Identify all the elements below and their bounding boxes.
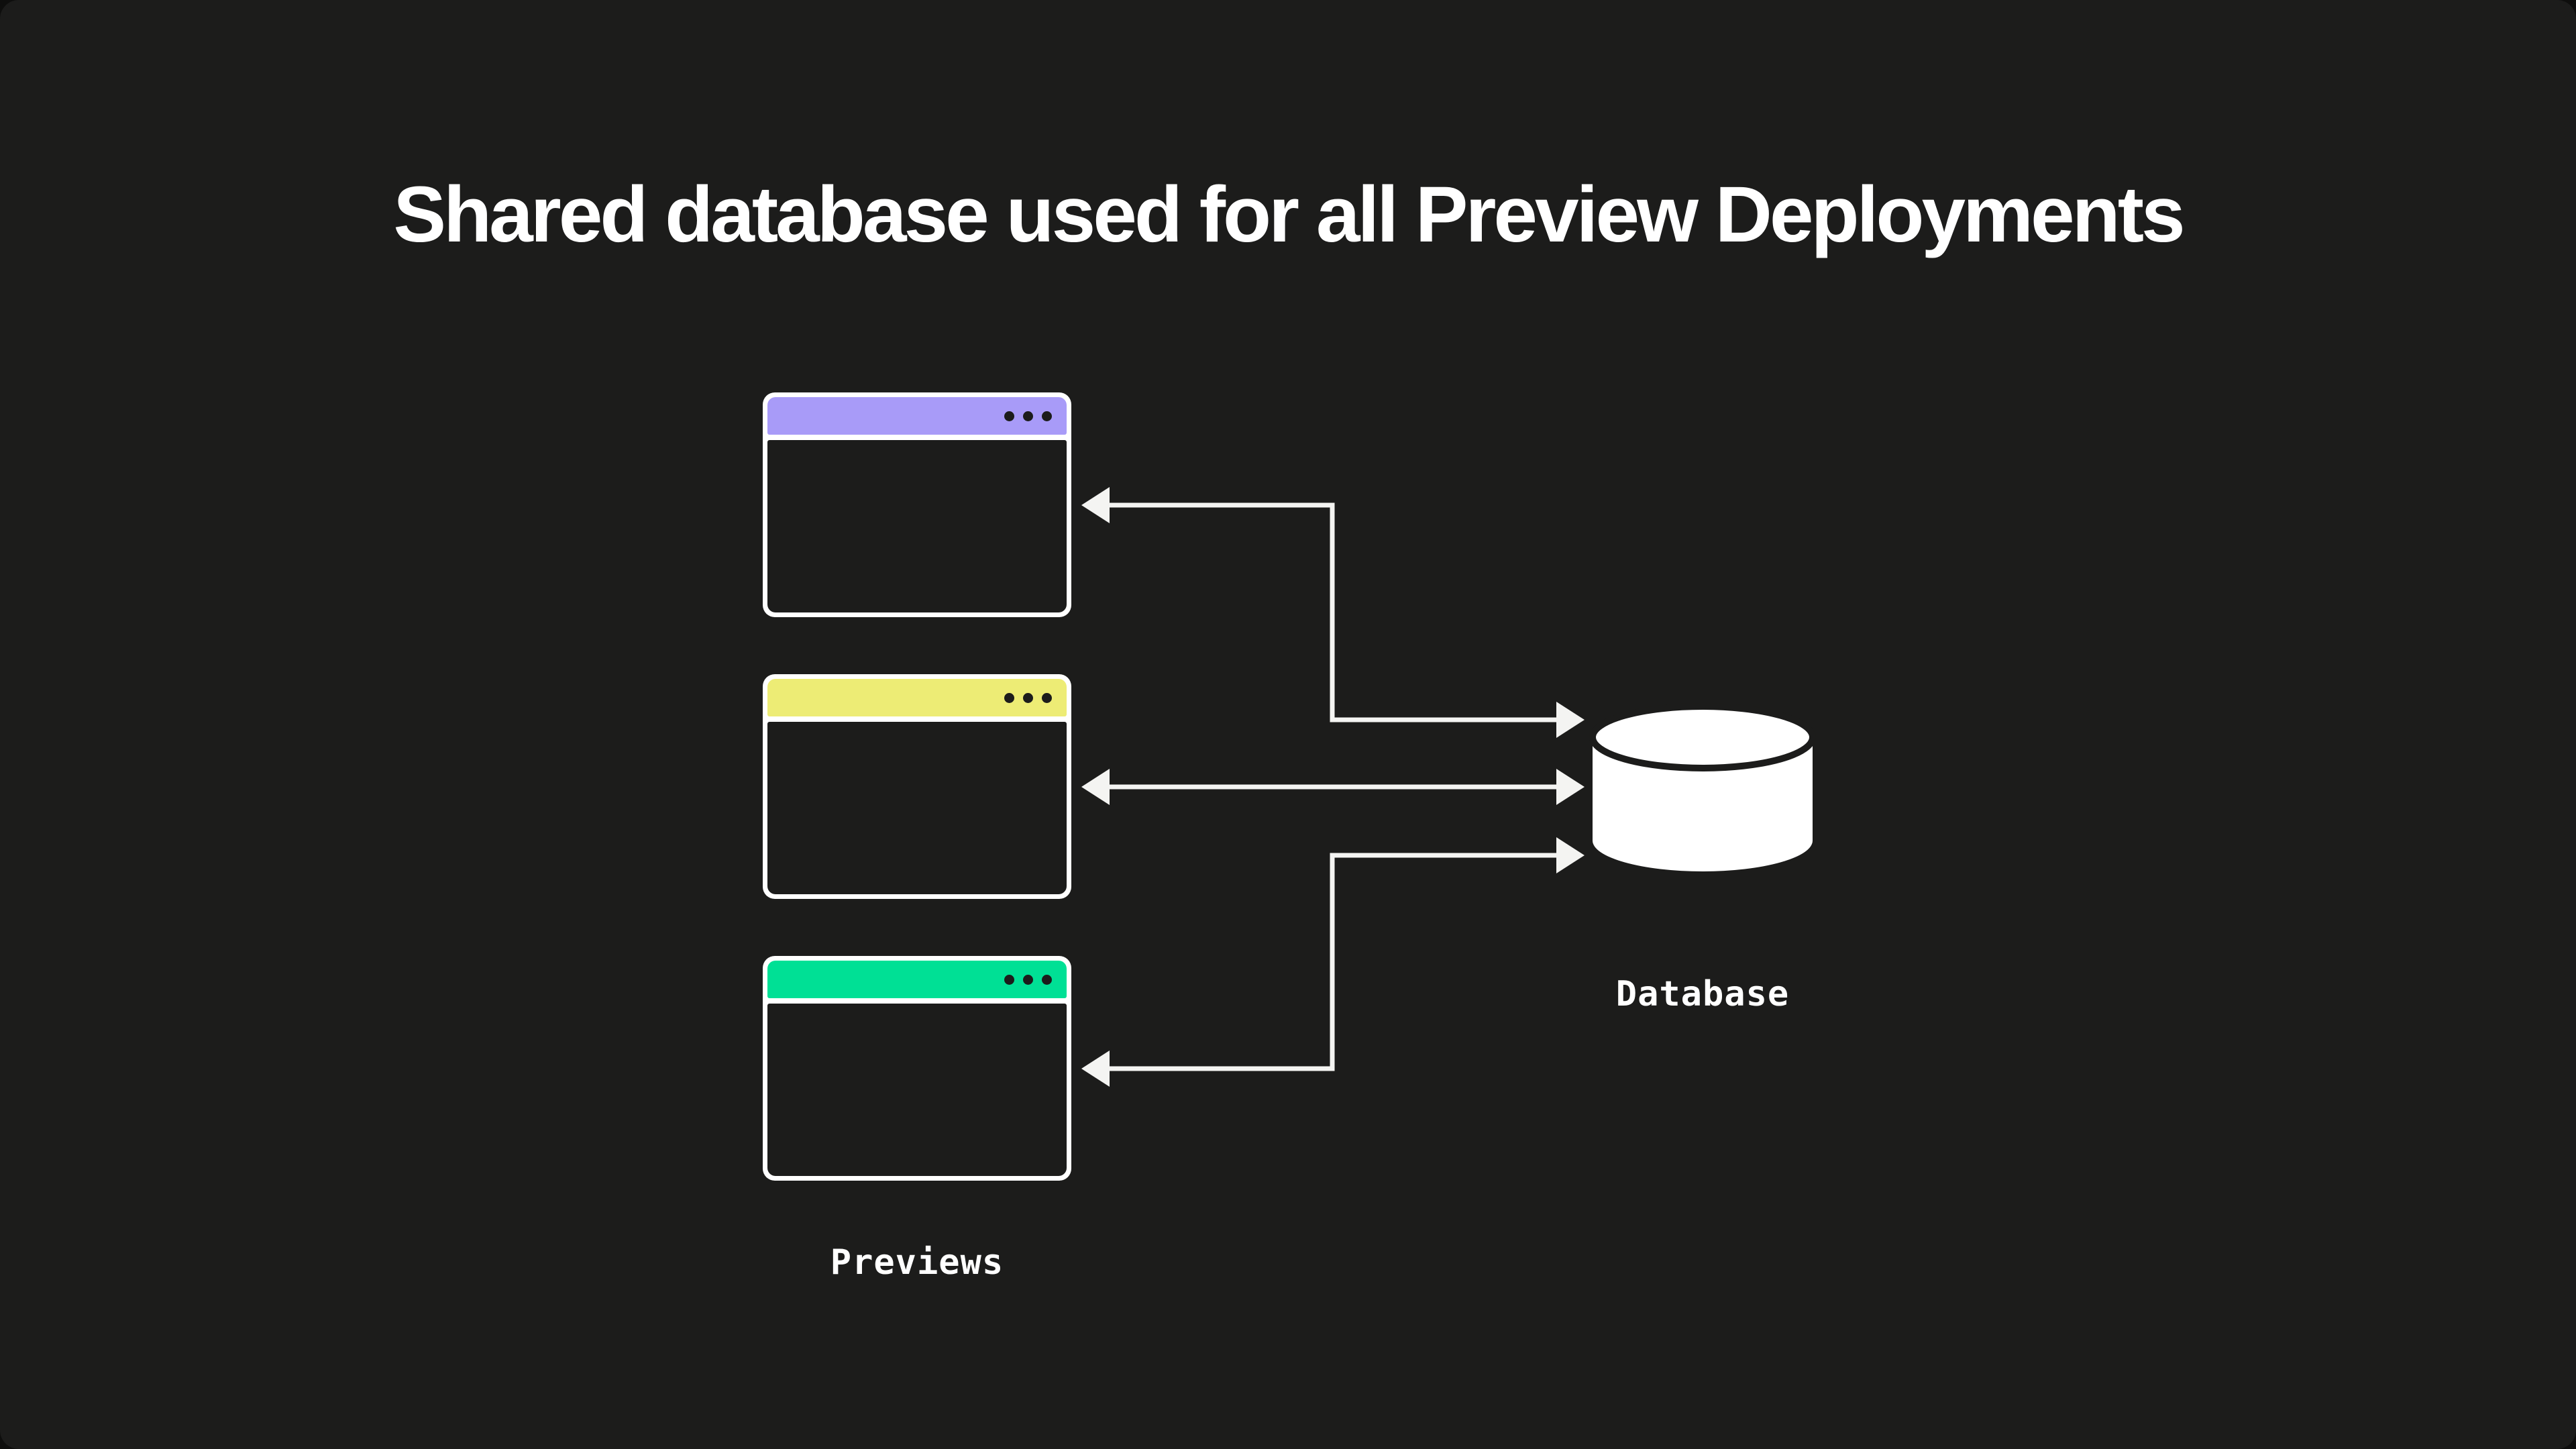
arrowhead-left-icon xyxy=(1081,1051,1110,1087)
arrowhead-right-icon xyxy=(1556,769,1585,805)
connector-preview1-database xyxy=(1107,502,1556,722)
window-dot-icon xyxy=(1004,411,1014,421)
preview-window-2-body xyxy=(767,722,1067,894)
page-title: Shared database used for all Preview Dep… xyxy=(393,170,2185,259)
previews-label: Previews xyxy=(830,1242,1004,1283)
database-cylinder-icon xyxy=(1589,702,1817,874)
window-dot-icon xyxy=(1042,692,1052,703)
window-dot-icon xyxy=(1042,974,1052,985)
arrowhead-right-icon xyxy=(1556,702,1585,738)
window-dot-icon xyxy=(1023,692,1033,703)
preview-window-3 xyxy=(763,956,1071,1181)
window-dot-icon xyxy=(1023,974,1033,985)
connector-preview3-database xyxy=(1107,853,1556,1071)
window-dot-icon xyxy=(1042,411,1052,421)
preview-window-3-titlebar xyxy=(767,961,1067,998)
preview-window-1-body xyxy=(767,440,1067,612)
database-label: Database xyxy=(1615,974,1790,1014)
preview-window-1 xyxy=(763,392,1071,617)
preview-window-1-titlebar xyxy=(767,397,1067,435)
arrowhead-right-icon xyxy=(1556,837,1585,873)
window-dot-icon xyxy=(1004,692,1014,703)
window-dot-icon xyxy=(1004,974,1014,985)
arrowhead-left-icon xyxy=(1081,769,1110,805)
preview-window-2 xyxy=(763,674,1071,899)
window-dot-icon xyxy=(1023,411,1033,421)
arrowhead-left-icon xyxy=(1081,487,1110,523)
preview-window-2-titlebar xyxy=(767,679,1067,716)
preview-window-3-body xyxy=(767,1004,1067,1176)
